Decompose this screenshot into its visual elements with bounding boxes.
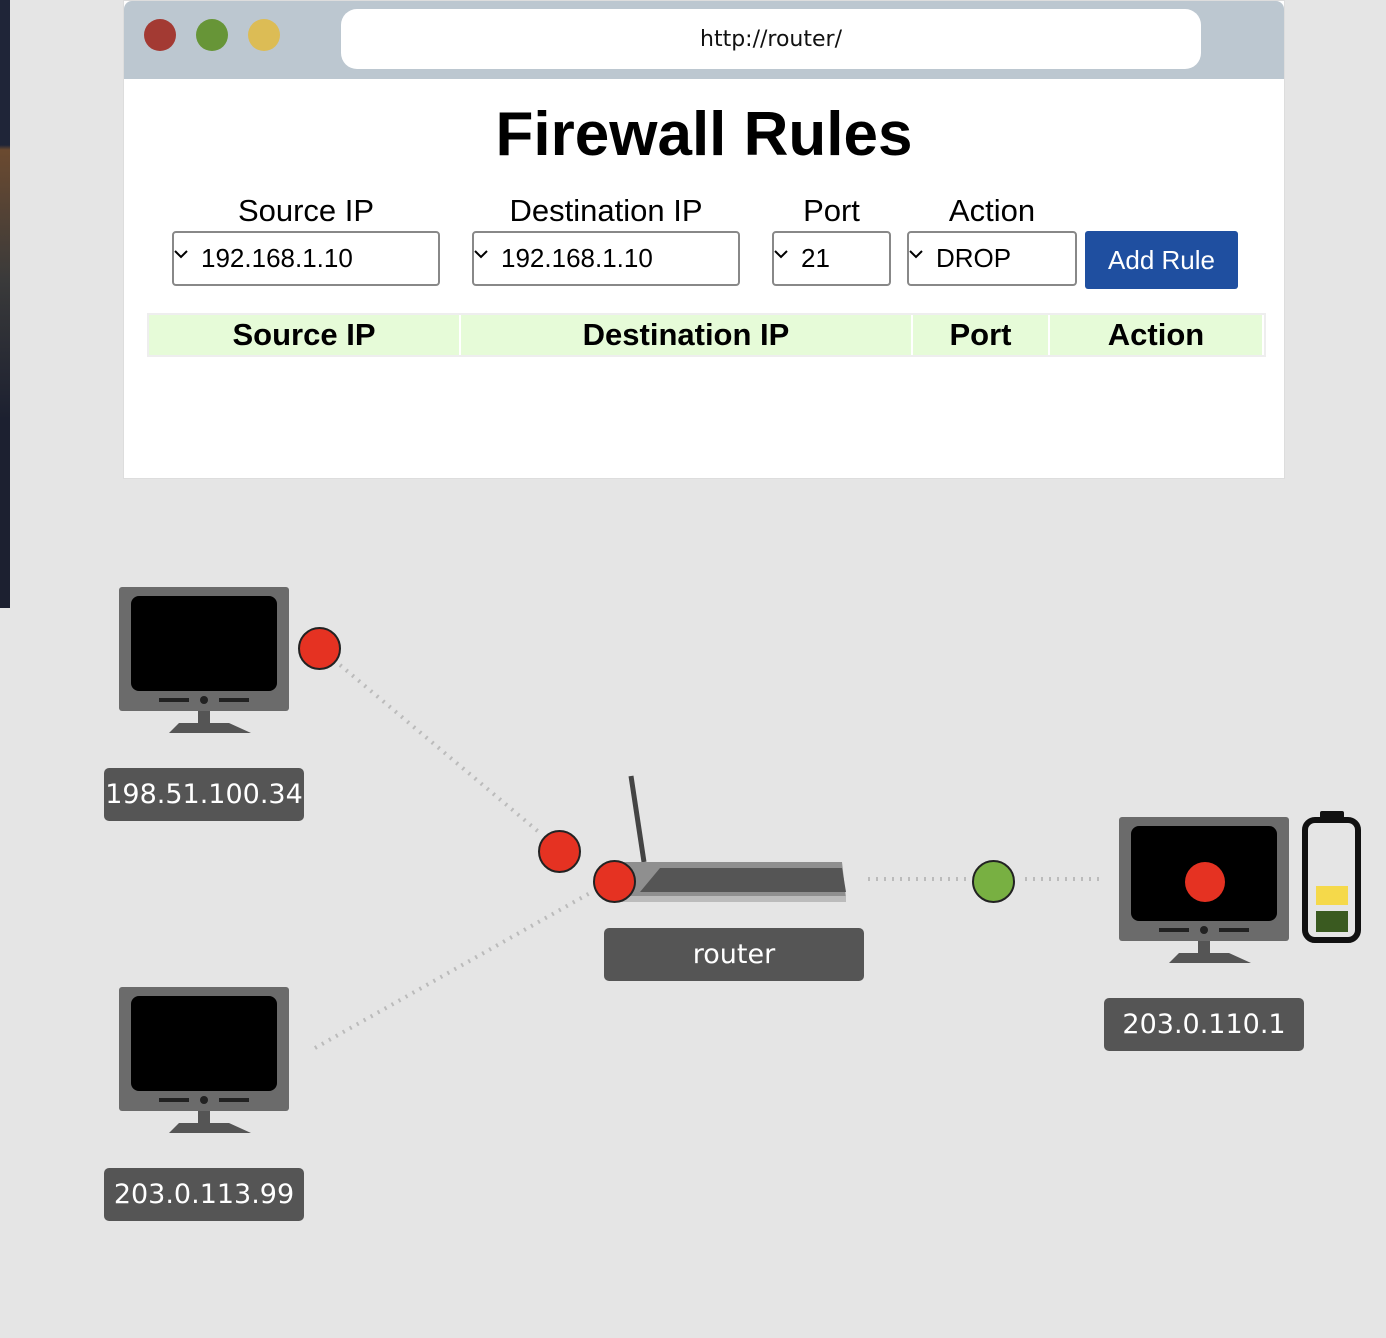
source-ip-label: Source IP: [237, 193, 375, 228]
maximize-window-button[interactable]: [196, 19, 228, 51]
host-blocked-indicator: [298, 627, 341, 670]
host-ip-label: 198.51.100.34: [104, 768, 304, 821]
action-label: Action: [948, 193, 1036, 228]
column-header-source-ip: Source IP: [149, 315, 461, 355]
action-value: DROP: [936, 243, 1012, 273]
column-header-destination-ip: Destination IP: [461, 315, 913, 355]
port-label: Port: [803, 193, 860, 228]
chevron-down-icon: [774, 250, 788, 259]
host-ip-label: 203.0.110.1: [1104, 998, 1304, 1051]
router-blocked-indicator: [593, 860, 636, 903]
router-icon: [612, 775, 846, 902]
column-header-port: Port: [913, 315, 1050, 355]
minimize-window-button[interactable]: [248, 19, 280, 51]
chevron-down-icon: [174, 250, 188, 259]
packet-allowed-indicator: [972, 860, 1015, 903]
chevron-down-icon: [909, 250, 923, 259]
address-bar[interactable]: http://router/: [341, 9, 1201, 69]
computer-icon-198-51-100-34: [119, 587, 289, 733]
computer-icon-203-0-113-99: [119, 987, 289, 1133]
link-203-113-router: [314, 891, 591, 1050]
router-label: router: [604, 928, 864, 981]
close-window-button[interactable]: [144, 19, 176, 51]
status-dot-icon: [1185, 862, 1225, 902]
browser-window: http://router/ Firewall Rules Source IP …: [123, 0, 1285, 479]
action-select[interactable]: DROP: [907, 231, 1077, 286]
desktop-background-strip: [0, 0, 10, 608]
packet-blocked-indicator: [538, 830, 581, 873]
battery-icon: [1302, 811, 1361, 943]
port-select[interactable]: 21: [772, 231, 891, 286]
add-rule-button[interactable]: Add Rule: [1085, 231, 1238, 289]
browser-titlebar: http://router/: [124, 1, 1284, 79]
link-198-router: [338, 663, 542, 835]
port-value: 21: [801, 243, 830, 273]
destination-ip-label: Destination IP: [509, 193, 703, 228]
source-ip-select[interactable]: 192.168.1.10: [172, 231, 440, 286]
rules-table-header: Source IP Destination IP Port Action: [147, 313, 1266, 357]
chevron-down-icon: [474, 250, 488, 259]
destination-ip-select[interactable]: 192.168.1.10: [472, 231, 740, 286]
page-title: Firewall Rules: [495, 100, 913, 169]
host-ip-label: 203.0.113.99: [104, 1168, 304, 1221]
destination-ip-value: 192.168.1.10: [501, 243, 653, 273]
source-ip-value: 192.168.1.10: [201, 243, 353, 273]
column-header-action: Action: [1050, 315, 1264, 355]
